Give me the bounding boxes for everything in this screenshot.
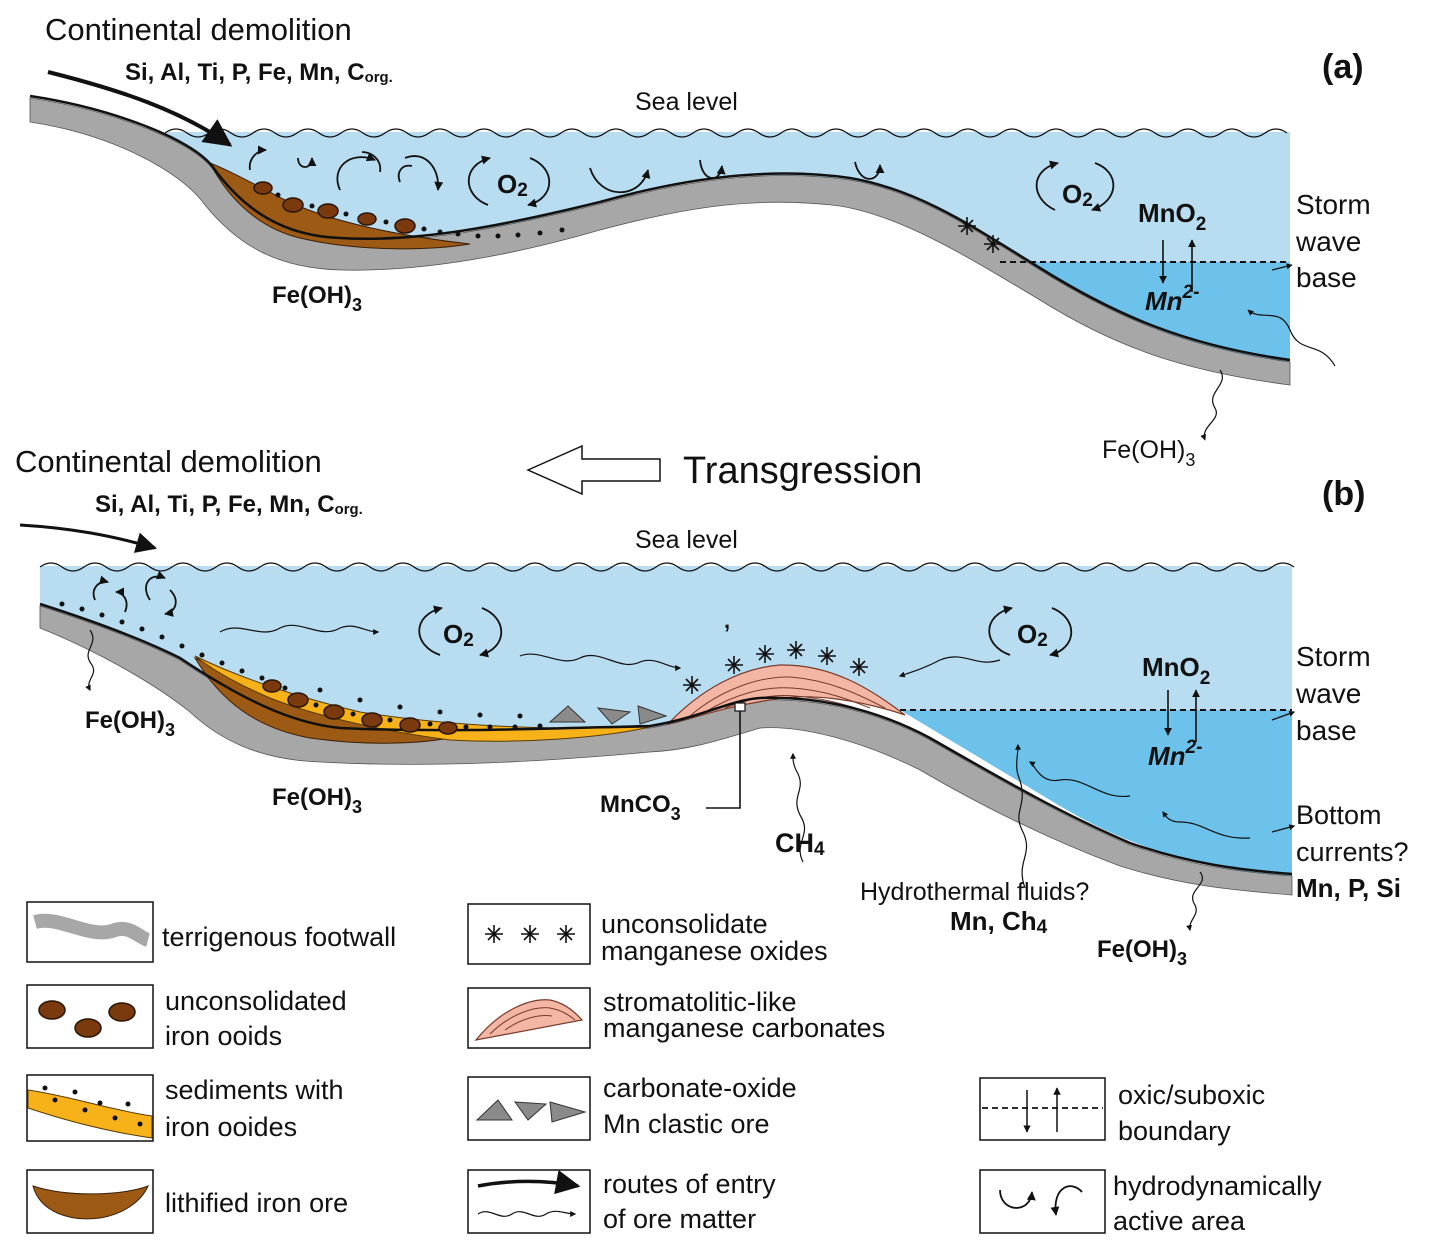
mno2-label-b: MnO2: [1142, 652, 1210, 689]
elements-b: Si, Al, Ti, P, Fe, Mn, Corg.: [95, 491, 363, 518]
sea-level-a: [164, 128, 1288, 138]
o2-label-a1: O2: [497, 169, 528, 201]
legend-ooids-label-2: iron ooids: [165, 1021, 282, 1051]
legend: [26, 901, 1106, 1234]
panel-label-b: (b): [1322, 475, 1365, 513]
legend-routes: [467, 1169, 591, 1234]
redox-arrows-b: [1164, 689, 1200, 742]
mn-ion-label-b: Mn2-: [1148, 737, 1202, 771]
iron-ooids-a: [253, 181, 416, 234]
sea-level-label-a: Sea level: [635, 88, 738, 116]
legend-hydro-label-2: active area: [1113, 1206, 1246, 1236]
o2-label-b2: O2: [1017, 619, 1048, 651]
feoh-label-b2: Fe(OH)3: [272, 784, 362, 817]
legend-sediments-label-1: sediments with: [165, 1075, 344, 1105]
feoh-label-b1: Fe(OH)3: [85, 707, 175, 740]
iron-ooids-b: [262, 679, 458, 735]
water-b: [40, 566, 1292, 744]
storm-label-a: Storm: [1296, 189, 1371, 220]
transgression-arrow: [526, 444, 661, 496]
sea-level-b: [39, 562, 1295, 572]
panel-label-a: (a): [1322, 48, 1364, 86]
legend-footwall-label: terrigenous footwall: [162, 922, 396, 952]
legend-hydro: [979, 1169, 1106, 1234]
legend-hydro-label-1: hydrodynamically: [1113, 1171, 1322, 1201]
mn-p-si-label-b: Mn, P, Si: [1296, 873, 1401, 903]
legend-mn-oxides: [467, 903, 591, 965]
ooid-dots-b: [59, 601, 543, 730]
feoh-label-a2: Fe(OH)3: [1102, 436, 1195, 470]
hydrodynamic-arrows-b: [92, 570, 177, 617]
o2-circulation-a: [467, 155, 1115, 212]
legend-routes-label-1: routes of entry: [603, 1169, 776, 1199]
mnco3-label-b: MnCO3: [600, 791, 681, 824]
mno2-label-a: MnO2: [1138, 198, 1206, 235]
elements-a: Si, Al, Ti, P, Fe, Mn, Corg.: [125, 59, 393, 86]
legend-strom-label-2: manganese carbonates: [603, 1013, 885, 1043]
mn-ion-label-a: Mn2-: [1145, 282, 1199, 316]
legend-ooids: [26, 984, 154, 1049]
wave-label-b: wave: [1295, 678, 1361, 709]
legend-clastic-label-1: carbonate-oxide: [603, 1073, 797, 1103]
seafloor-a: [29, 94, 1291, 362]
legend-lithified-label: lithified iron ore: [165, 1188, 348, 1218]
legend-strom-label-1: stromatolitic-like: [603, 987, 797, 1017]
feoh-label-b3: Fe(OH)3: [1097, 936, 1187, 969]
ch4-label-b: CH4: [775, 828, 825, 860]
continental-title-a: Continental demolition: [45, 12, 352, 47]
iron-ore-lens-a: [208, 162, 471, 250]
bottom-label-b: Bottom: [1296, 800, 1382, 830]
base-label-b: base: [1296, 715, 1357, 746]
ooid-dots-a: [275, 192, 565, 239]
mn-oxide-stars-a: [958, 217, 1002, 253]
water-a: [165, 132, 1290, 262]
base-label-a: base: [1296, 262, 1357, 293]
storm-label-b: Storm: [1296, 641, 1371, 672]
legend-sediments-label-2: iron ooides: [165, 1112, 297, 1142]
panel-b: [19, 523, 1296, 932]
entry-routes-a: [47, 70, 1336, 441]
o2-circulation-b: [418, 605, 1073, 658]
panel-a: [29, 70, 1336, 441]
o2-label-a2: O2: [1062, 179, 1093, 211]
mn-oxide-stars-b: [683, 641, 868, 694]
legend-lithified: [26, 1169, 154, 1234]
legend-mnox-label-2: manganese oxides: [601, 936, 828, 966]
feoh-label-a1: Fe(OH)3: [272, 282, 362, 315]
legend-boundary-label-1: oxic/suboxic: [1118, 1080, 1265, 1110]
o2-label-b1: O2: [443, 619, 474, 651]
hydrothermal-label-b: Hydrothermal fluids?: [860, 878, 1089, 906]
entry-routes-b: [19, 523, 1296, 932]
legend-ooids-label-1: unconsolidated: [165, 986, 347, 1016]
legend-clastic-label-2: Mn clastic ore: [603, 1109, 770, 1139]
mn-ch4-label-b: Mn, Ch4: [950, 906, 1048, 938]
mnco3-leader-b: [706, 702, 746, 809]
wave-label-a: wave: [1295, 226, 1361, 257]
legend-routes-label-2: of ore matter: [603, 1204, 756, 1234]
legend-footwall: [26, 901, 154, 963]
seafloor-b: [39, 602, 1293, 876]
hydrodynamic-arrows-a: [248, 145, 885, 194]
redox-arrows-a: [1159, 239, 1196, 292]
legend-boundary-label-2: boundary: [1118, 1116, 1231, 1146]
apostrophe-mark-b: ,: [724, 608, 730, 633]
deep-water-b: [900, 710, 1292, 878]
clastic-ore-b: [548, 705, 668, 725]
legend-mnox-label-1: unconsolidate: [601, 909, 768, 939]
legend-clastic: [467, 1076, 591, 1141]
transgression-label: Transgression: [683, 450, 922, 492]
continental-title-b: Continental demolition: [15, 444, 322, 479]
legend-sediments: [26, 1074, 154, 1142]
legend-boundary: [979, 1077, 1106, 1141]
currents-label-b: currents?: [1296, 837, 1409, 867]
legend-stromatolite: [467, 987, 591, 1049]
sea-level-label-b: Sea level: [635, 526, 738, 554]
